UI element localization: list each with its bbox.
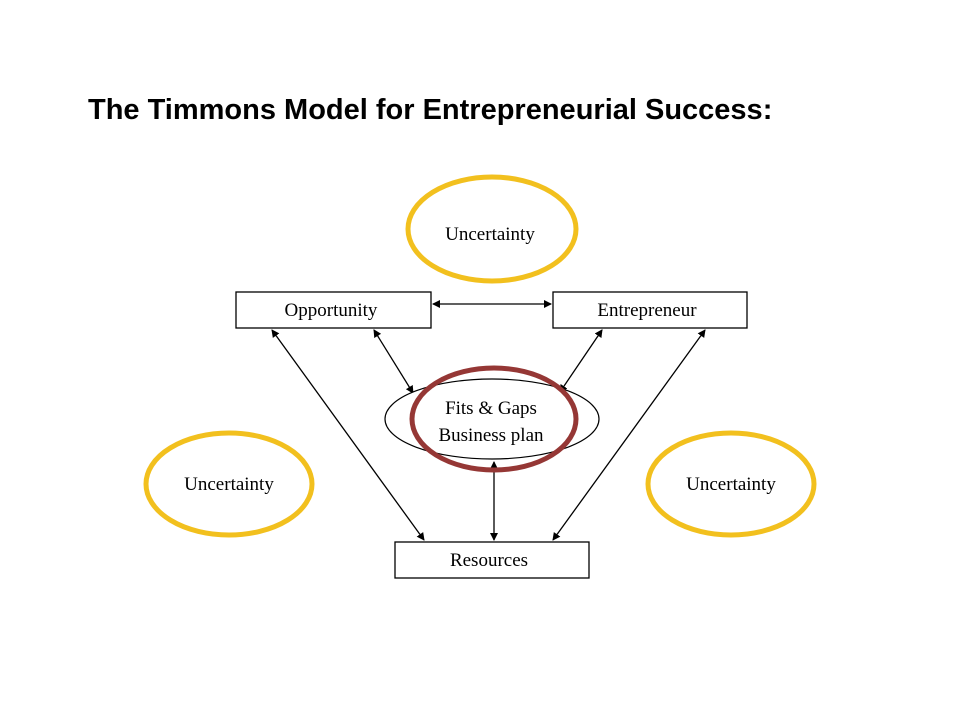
entrepreneur-box <box>552 291 748 329</box>
opportunity-node: Opportunity <box>235 291 432 329</box>
uncertainty-right-node: Uncertainty <box>645 430 817 538</box>
uncertainty-ring-top <box>405 174 579 284</box>
arrow-opportunity-core <box>373 329 414 394</box>
connectors <box>271 300 706 541</box>
core-ring <box>409 365 579 473</box>
resources-box <box>394 541 590 579</box>
core-label-line1: Fits & Gaps <box>445 398 537 419</box>
arrow-entrepreneur-core <box>559 329 603 393</box>
resources-label: Resources <box>450 550 528 571</box>
entrepreneur-label: Entrepreneur <box>597 300 697 321</box>
core-label-line2: Business plan <box>438 425 544 446</box>
core-ellipse <box>384 378 600 460</box>
uncertainty-top-node: Uncertainty <box>405 174 579 284</box>
arrow-entrepreneur-resources <box>552 329 706 541</box>
opportunity-box <box>235 291 432 329</box>
uncertainty-right-label: Uncertainty <box>686 474 776 495</box>
opportunity-label: Opportunity <box>285 300 378 321</box>
slide-title: The Timmons Model for Entrepreneurial Su… <box>88 94 773 126</box>
uncertainty-ring-right <box>645 430 817 538</box>
arrow-opportunity-resources <box>271 329 425 541</box>
uncertainty-top-label: Uncertainty <box>445 224 535 245</box>
entrepreneur-node: Entrepreneur <box>552 291 748 329</box>
uncertainty-left-label: Uncertainty <box>184 474 274 495</box>
core-node: Fits & Gaps Business plan <box>384 365 600 473</box>
uncertainty-left-node: Uncertainty <box>143 430 315 538</box>
uncertainty-ring-left <box>143 430 315 538</box>
resources-node: Resources <box>394 541 590 579</box>
